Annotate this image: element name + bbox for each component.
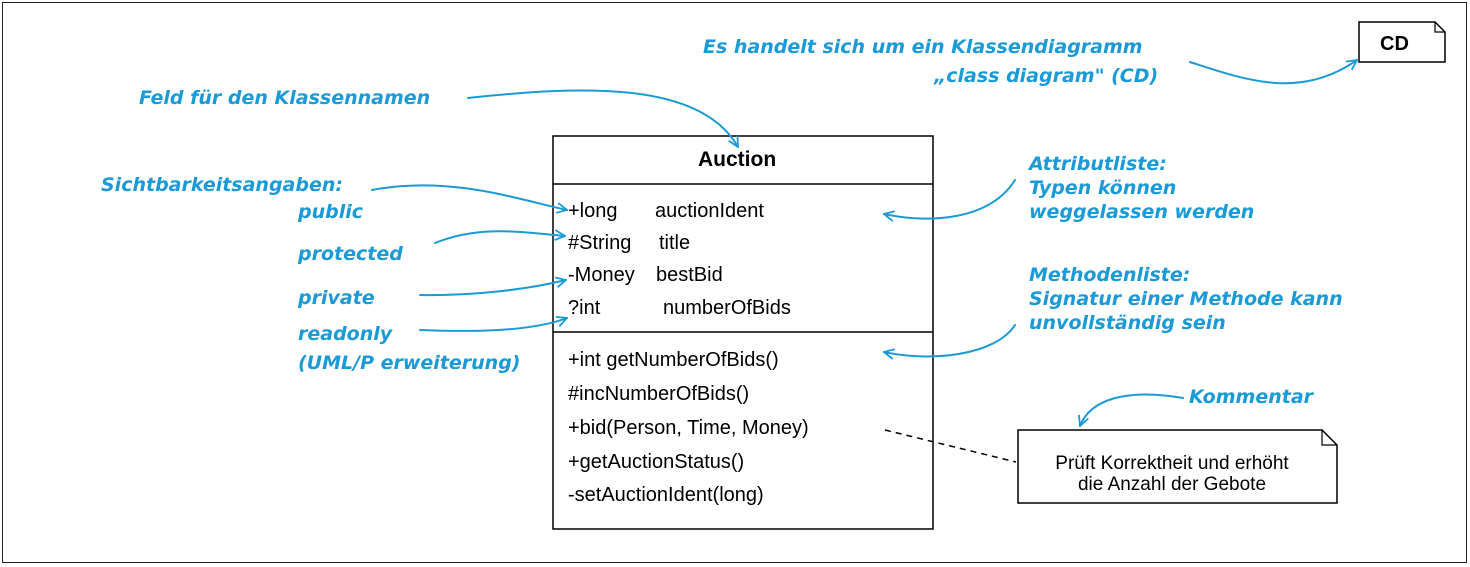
arrow-to-class-name <box>467 89 739 147</box>
attribute-name: numberOfBids <box>663 297 791 319</box>
cd-tag-shape <box>1358 21 1446 63</box>
cd-tag: CD <box>1380 33 1409 55</box>
arrow-comment <box>1080 393 1184 426</box>
method-entry: +int getNumberOfBids() <box>568 349 779 371</box>
annotation-class-name-field: Feld für den Klassennamen <box>139 87 431 109</box>
cd-tag-fold <box>1434 22 1445 33</box>
annotation-public: public <box>298 201 364 223</box>
method-entry: #incNumberOfBids() <box>568 383 750 405</box>
annotation-readonly: readonly <box>298 323 393 345</box>
arrow-public <box>371 184 567 210</box>
annotation-comment-label: Kommentar <box>1189 386 1314 408</box>
annotation-attribute-list-line1: Attributliste: <box>1029 153 1167 175</box>
comment-box-shape <box>1017 429 1338 504</box>
comment-box-fold <box>1321 430 1337 446</box>
method-entry: +getAuctionStatus() <box>568 451 745 473</box>
arrow-attribute-list <box>884 179 1016 219</box>
arrow-to-cd-tag <box>1189 60 1357 85</box>
class-box <box>552 135 934 530</box>
attribute-modifier: ?int <box>568 297 601 319</box>
annotation-diagram-type-line2: „class diagram" (CD) <box>934 65 1159 87</box>
attribute-name: bestBid <box>656 264 723 286</box>
annotation-diagram-type-line1: Es handelt sich um ein Klassendiagramm <box>703 36 1143 58</box>
method-entry: -setAuctionIdent(long) <box>568 484 764 506</box>
annotation-method-list-line2: Signatur einer Methode kann <box>1029 288 1343 310</box>
attribute-name: title <box>659 232 691 254</box>
arrow-method-list <box>884 324 1016 356</box>
comment-line-2: die Anzahl der Gebote <box>1077 474 1267 495</box>
annotation-readonly-note: (UML/P erweiterung) <box>298 352 521 374</box>
annotation-protected: protected <box>298 243 403 265</box>
annotation-attribute-list-line3: weggelassen werden <box>1029 201 1255 223</box>
arrow-protected <box>434 231 565 244</box>
annotation-method-list-line3: unvollständig sein <box>1029 312 1226 334</box>
annotation-private: private <box>298 287 375 309</box>
comment-line-1: Prüft Korrektheit und erhöht <box>1055 453 1289 474</box>
attribute-modifier: -Money <box>568 264 635 286</box>
arrow-private <box>419 280 566 297</box>
attribute-modifier: #String <box>568 232 632 254</box>
method-entry: +bid(Person, Time, Money) <box>568 417 809 439</box>
annotation-attribute-list-line2: Typen können <box>1029 177 1177 199</box>
attribute-modifier: +long <box>568 200 618 222</box>
arrow-readonly <box>419 318 567 332</box>
comment-link <box>884 429 1017 463</box>
annotation-method-list-line1: Methodenliste: <box>1029 264 1191 286</box>
class-name: Auction <box>698 148 777 171</box>
annotation-visibility-heading: Sichtbarkeitsangaben: <box>101 174 343 196</box>
attribute-name: auctionIdent <box>655 200 764 222</box>
